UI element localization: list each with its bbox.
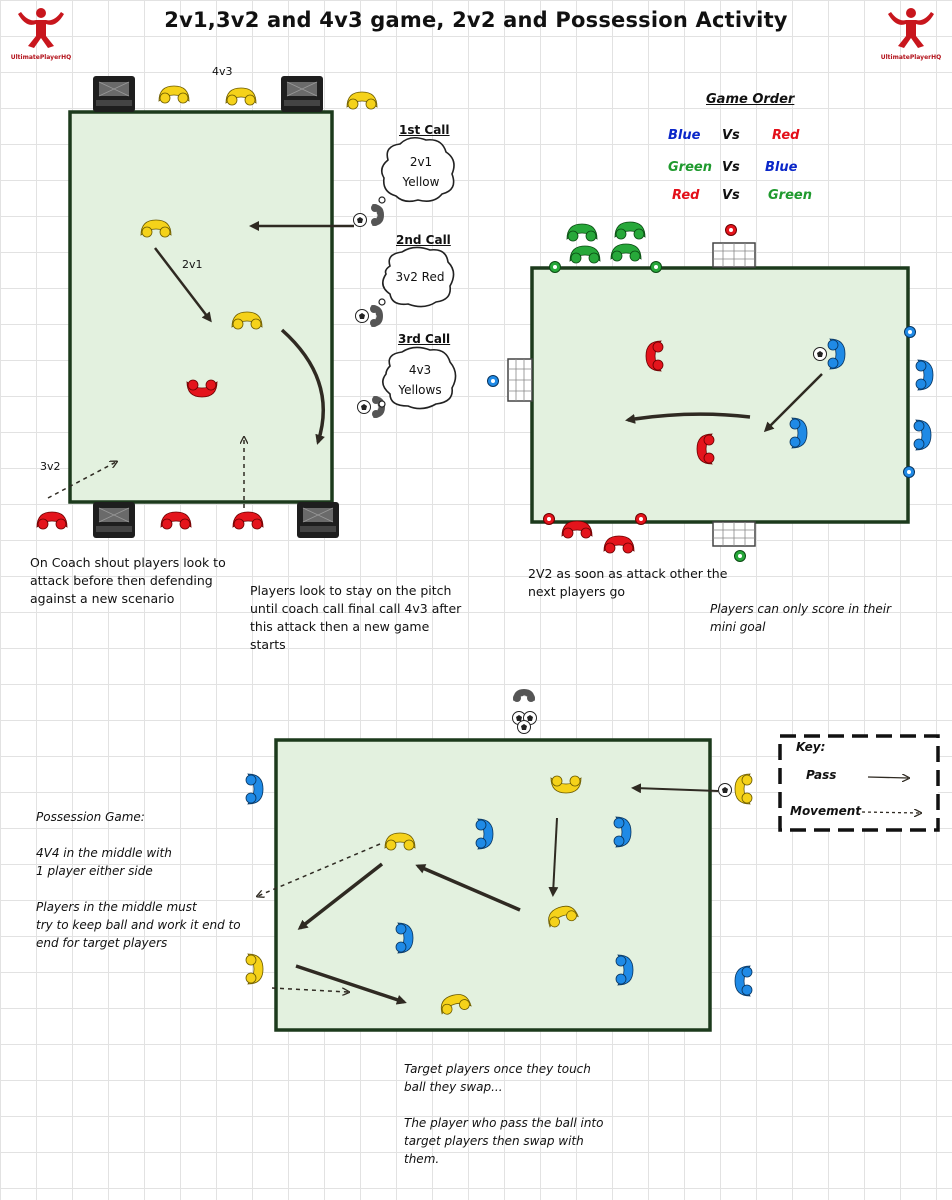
green-player (566, 223, 598, 242)
pass-arrow (548, 817, 559, 897)
activity3-note-bottom: Target players once they touch ball they… (404, 1062, 604, 1166)
call-1-title: 1st Call (399, 123, 450, 137)
ball (813, 347, 827, 361)
key-pass-line (867, 777, 908, 778)
ball (353, 213, 367, 227)
red-player (36, 511, 68, 530)
green-disc (650, 261, 662, 273)
mini-goal (712, 242, 756, 268)
pitch-1 (68, 110, 334, 504)
goal (92, 75, 136, 113)
blue-player (915, 359, 934, 391)
call-3-bubble: 4v3 Yellows (398, 363, 442, 397)
player-logo-icon (18, 8, 64, 48)
brand-logo-text: UltimatePlayerHQ (880, 54, 942, 61)
target-player-yellow (245, 953, 264, 985)
run-arrow (625, 412, 751, 424)
activity1-note-left: On Coach shout players look to attack be… (30, 555, 226, 606)
brand-logo-right: UltimatePlayerHQ (876, 6, 946, 62)
goal (296, 501, 340, 539)
blue-disc (903, 466, 915, 478)
order-1-away: Red (772, 128, 800, 143)
key-box (778, 734, 940, 832)
call-3-title: 3rd Call (398, 332, 451, 346)
yellow-player (346, 91, 378, 110)
order-1-vs: Vs (722, 128, 740, 143)
pass-arrow (763, 373, 823, 433)
green-player (614, 221, 646, 240)
ball (357, 400, 371, 414)
red-player (561, 520, 593, 539)
pitch-3 (274, 738, 712, 1032)
goal (92, 501, 136, 539)
green-player (610, 243, 642, 262)
red-player (232, 511, 264, 530)
label-4v3: 4v3 (212, 65, 233, 78)
call-1-bubble: 2v1 Yellow (402, 155, 440, 189)
movement-dashed-arrow (258, 843, 381, 896)
key-movement-line (861, 812, 920, 813)
coach-marker (371, 204, 384, 226)
activity2-note-right: Players can only score in their mini goa… (710, 602, 892, 634)
activity3-note-left: Possession Game: 4V4 in the middle with … (36, 810, 241, 950)
ball (718, 783, 732, 797)
order-3-away: Green (768, 188, 812, 203)
order-3-vs: Vs (722, 188, 740, 203)
mini-goal (507, 358, 533, 402)
brand-logo-left: UltimatePlayerHQ (6, 6, 76, 62)
activity1-note-right: Players look to stay on the pitch until … (250, 583, 462, 652)
red-player (603, 535, 635, 554)
goal (280, 75, 324, 113)
green-player (569, 245, 601, 264)
order-2-home: Green (668, 160, 712, 175)
yellow-player (225, 87, 257, 106)
ball (355, 309, 369, 323)
pass-arrow (415, 864, 521, 912)
pitch-2 (530, 266, 910, 524)
blue-player (913, 419, 932, 451)
mini-goal (712, 521, 756, 547)
pass-arrow (295, 964, 407, 1005)
label-3v2: 3v2 (40, 460, 61, 473)
order-3-home: Red (672, 188, 700, 203)
target-player-yellow (734, 773, 753, 805)
red-disc (543, 513, 555, 525)
page-title: 2v1,3v2 and 4v3 game, 2v2 and Possession… (164, 8, 788, 32)
call-2-title: 2nd Call (396, 233, 451, 247)
coach-marker (513, 689, 535, 702)
speech-bubble (382, 346, 457, 410)
blue-disc (904, 326, 916, 338)
ball (517, 720, 531, 734)
red-player (160, 511, 192, 530)
green-disc (734, 550, 746, 562)
pass-arrow (297, 862, 384, 930)
key-title: Key: (796, 740, 826, 754)
red-disc (635, 513, 647, 525)
speech-bubble (380, 136, 455, 203)
target-player-blue (245, 773, 264, 805)
green-disc (549, 261, 561, 273)
movement-dashed-arrow (47, 462, 116, 499)
coach-marker (370, 305, 383, 327)
game-order-title: Game Order (706, 92, 795, 107)
label-2v1: 2v1 (182, 258, 203, 271)
order-2-away: Blue (765, 160, 798, 175)
call-2-bubble: 3v2 Red (395, 270, 445, 284)
red-disc (725, 224, 737, 236)
target-player-blue (734, 965, 753, 997)
brand-logo-text: UltimatePlayerHQ (10, 54, 72, 61)
order-1-home: Blue (668, 128, 701, 143)
activity2-note-left: 2V2 as soon as attack other the next pla… (528, 566, 728, 599)
yellow-player (158, 85, 190, 104)
run-arrow (280, 328, 325, 445)
key-movement-label: Movement (790, 804, 862, 818)
speech-bubble (382, 246, 455, 308)
player-logo-icon (888, 8, 934, 48)
order-2-vs: Vs (722, 160, 740, 175)
pass-arrow (154, 247, 212, 323)
key-pass-label: Pass (806, 768, 837, 782)
blue-disc (487, 375, 499, 387)
pass-arrow (631, 783, 719, 794)
